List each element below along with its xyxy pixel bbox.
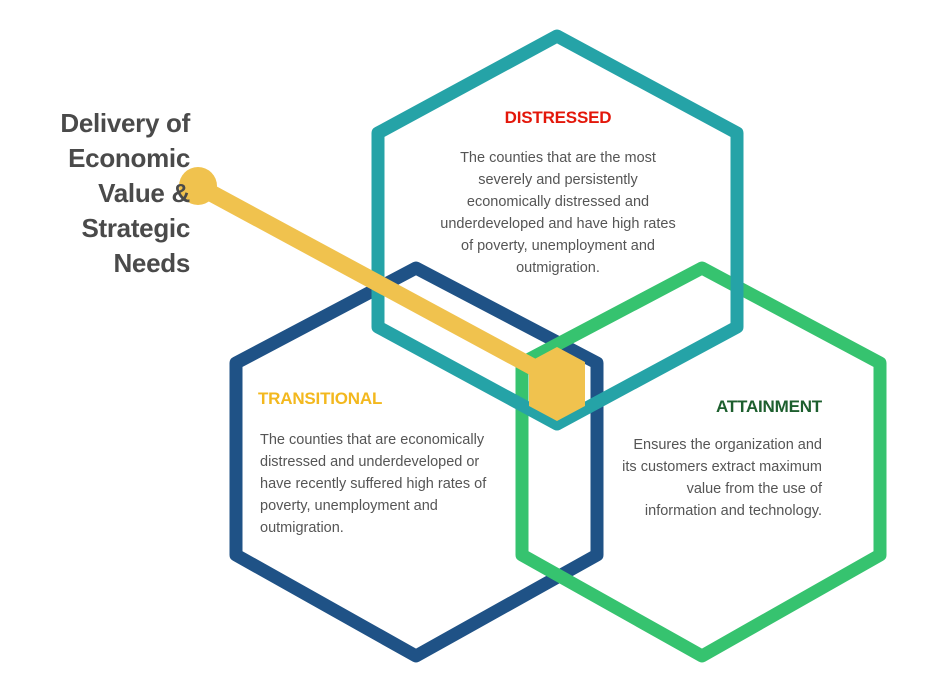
distressed-description: The counties that are the most severely …: [440, 150, 676, 276]
circle-marker-icon: [179, 167, 217, 205]
transitional-heading: TRANSITIONAL: [258, 389, 383, 408]
page-title: Delivery of Economic Value & Strategic N…: [60, 108, 190, 278]
distressed-heading: DISTRESSED: [504, 108, 612, 127]
attainment-description: Ensures the organization and its custome…: [622, 437, 822, 519]
transitional-description: The counties that are economically distr…: [260, 432, 487, 536]
distressed-hexagon: [371, 29, 744, 431]
attainment-heading: ATTAINMENT: [716, 397, 822, 416]
transitional-hexagon: [229, 261, 604, 663]
hexagon-marker-icon: [529, 347, 585, 421]
connector-line: [193, 178, 562, 388]
